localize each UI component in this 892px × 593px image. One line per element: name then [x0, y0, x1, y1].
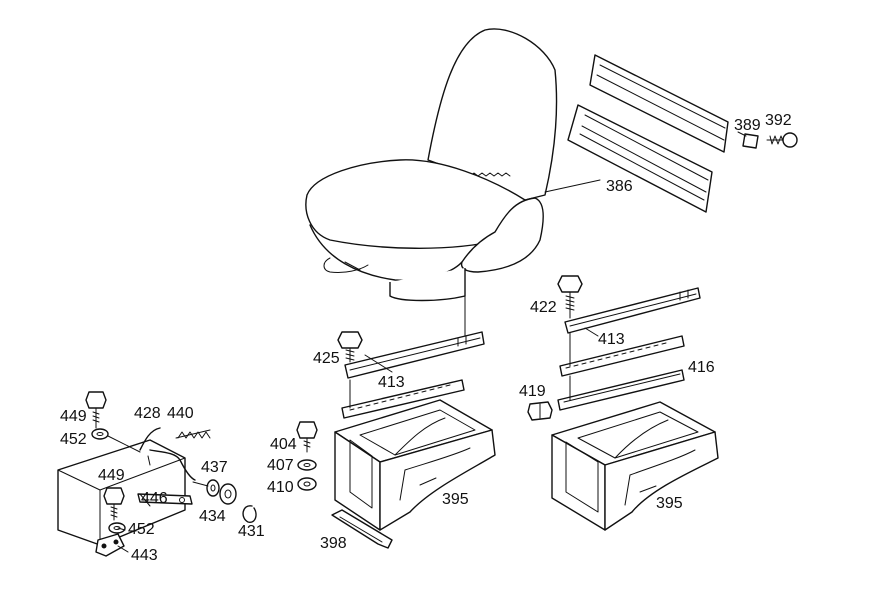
callout-425: 425 — [313, 350, 340, 367]
right-rail-assembly — [527, 275, 719, 531]
callout-452-upper: 452 — [60, 431, 87, 448]
callout-386: 386 — [606, 178, 633, 195]
callout-452-lower: 452 — [128, 521, 155, 538]
callout-398: 398 — [320, 535, 347, 552]
callout-440: 440 — [167, 405, 194, 422]
callout-395-left: 395 — [442, 491, 469, 508]
callout-449-upper: 449 — [60, 408, 87, 425]
callout-419: 419 — [519, 383, 546, 400]
callout-434: 434 — [199, 508, 226, 525]
callout-443: 443 — [131, 547, 158, 564]
callout-422: 422 — [530, 299, 557, 316]
lever-mechanism — [57, 391, 257, 557]
callout-392: 392 — [765, 112, 792, 129]
callout-410: 410 — [267, 479, 294, 496]
callout-437: 437 — [201, 459, 228, 476]
callout-413-right: 413 — [598, 331, 625, 348]
callout-431: 431 — [238, 523, 265, 540]
callout-labels: 386 389 392 422 413 413 416 419 425 395 … — [60, 112, 792, 564]
headrest-strips — [544, 54, 798, 213]
seat-drawing — [305, 28, 558, 341]
callout-407: 407 — [267, 457, 294, 474]
leader-lines — [117, 327, 657, 553]
left-rail-assembly — [296, 331, 496, 549]
callout-416: 416 — [688, 359, 715, 376]
callout-428: 428 — [134, 405, 161, 422]
callout-404: 404 — [270, 436, 297, 453]
callout-449-lower: 449 — [98, 467, 125, 484]
callout-395-right: 395 — [656, 495, 683, 512]
callout-413-left: 413 — [378, 374, 405, 391]
callout-446: 446 — [141, 490, 168, 507]
callout-389: 389 — [734, 117, 761, 134]
